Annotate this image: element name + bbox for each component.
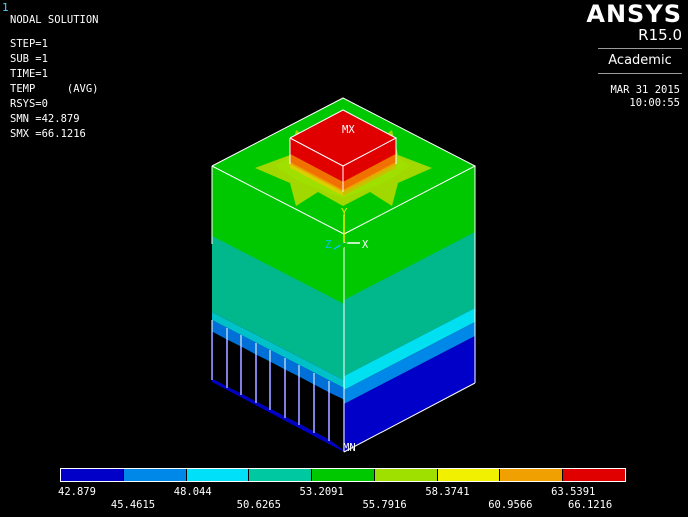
hot-block — [289, 109, 398, 196]
timestamp: MAR 31 2015 10:00:55 — [610, 84, 680, 110]
brand-version: R15.0 — [638, 26, 682, 44]
result-item: TEMP (AVG) — [10, 83, 99, 95]
min-value: SMN =42.879 — [10, 113, 80, 125]
axis-x-label: X — [362, 239, 369, 251]
axis-y-label: Y — [341, 207, 348, 219]
ansys-logo: ANSYS R15.0 Academic — [562, 0, 682, 76]
date-text: MAR 31 2015 — [610, 84, 680, 96]
window-number: 1 — [2, 1, 9, 14]
brand-edition: Academic — [598, 48, 682, 74]
right-face — [344, 166, 475, 452]
time-value: TIME=1 — [10, 68, 48, 80]
left-face — [212, 166, 344, 390]
axis-triad — [333, 215, 360, 250]
model-edges — [211, 97, 477, 453]
max-value: SMX =66.1216 — [10, 128, 86, 140]
max-marker: MX — [342, 124, 355, 136]
heat-sink-fins — [211, 320, 345, 452]
brand-name: ANSYS — [586, 0, 682, 28]
substep-value: SUB =1 — [10, 53, 48, 65]
plot-title: NODAL SOLUTION — [10, 14, 99, 26]
step-value: STEP=1 — [10, 38, 48, 50]
time-text: 10:00:55 — [629, 97, 680, 109]
rsys-value: RSYS=0 — [10, 98, 48, 110]
min-marker: MN — [343, 442, 356, 454]
axis-z-label: Z — [325, 239, 331, 251]
